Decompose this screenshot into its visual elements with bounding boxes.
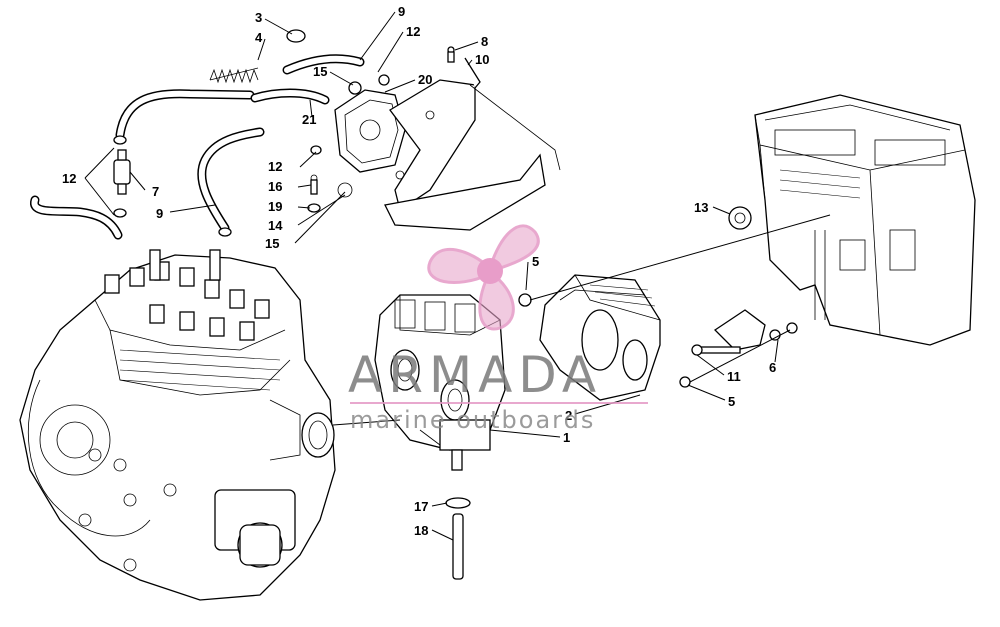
callout-17: 17	[414, 499, 428, 514]
callout-11: 11	[727, 369, 741, 384]
callout-8: 8	[481, 34, 488, 49]
callout-2: 2	[565, 408, 572, 423]
callout-3: 3	[255, 10, 262, 25]
callout-9-left: 9	[156, 206, 163, 221]
callout-6: 6	[769, 360, 776, 375]
callout-12-mid: 12	[268, 159, 282, 174]
callout-labels: 3 4 9 12 8 10 15 20 21 12 7 9 12 16 19 1…	[62, 4, 776, 538]
callout-14: 14	[268, 218, 283, 233]
callout-12: 12	[406, 24, 420, 39]
callout-12-left: 12	[62, 171, 76, 186]
callout-13: 13	[694, 200, 708, 215]
callout-9: 9	[398, 4, 405, 19]
callout-19: 19	[268, 199, 282, 214]
fuel-hose-group	[30, 29, 365, 240]
watermark-brand: ARMADA	[348, 346, 602, 404]
callout-10: 10	[475, 52, 489, 67]
callout-5-top: 5	[532, 254, 539, 269]
air-silencer-icon	[518, 274, 691, 401]
callout-20: 20	[418, 72, 432, 87]
callout-18: 18	[414, 523, 428, 538]
drain-tube	[445, 497, 471, 580]
callout-4: 4	[255, 30, 263, 45]
callout-21: 21	[302, 112, 316, 127]
callout-5-low: 5	[728, 394, 735, 409]
fuel-pump-icon	[307, 46, 561, 231]
propeller-logo-icon	[427, 224, 540, 331]
callout-7: 7	[152, 184, 159, 199]
carburetor-icon	[374, 294, 506, 471]
watermark-tagline: marine outboards	[350, 406, 595, 434]
callout-16: 16	[268, 179, 282, 194]
air-intake-box-icon	[691, 94, 976, 356]
leader-lines	[84, 11, 831, 541]
callout-15-low: 15	[265, 236, 279, 251]
watermark-logo: ARMADA marine outboards	[348, 224, 648, 434]
callout-15: 15	[313, 64, 327, 79]
callout-1: 1	[563, 430, 570, 445]
engine-block-icon	[19, 249, 336, 601]
